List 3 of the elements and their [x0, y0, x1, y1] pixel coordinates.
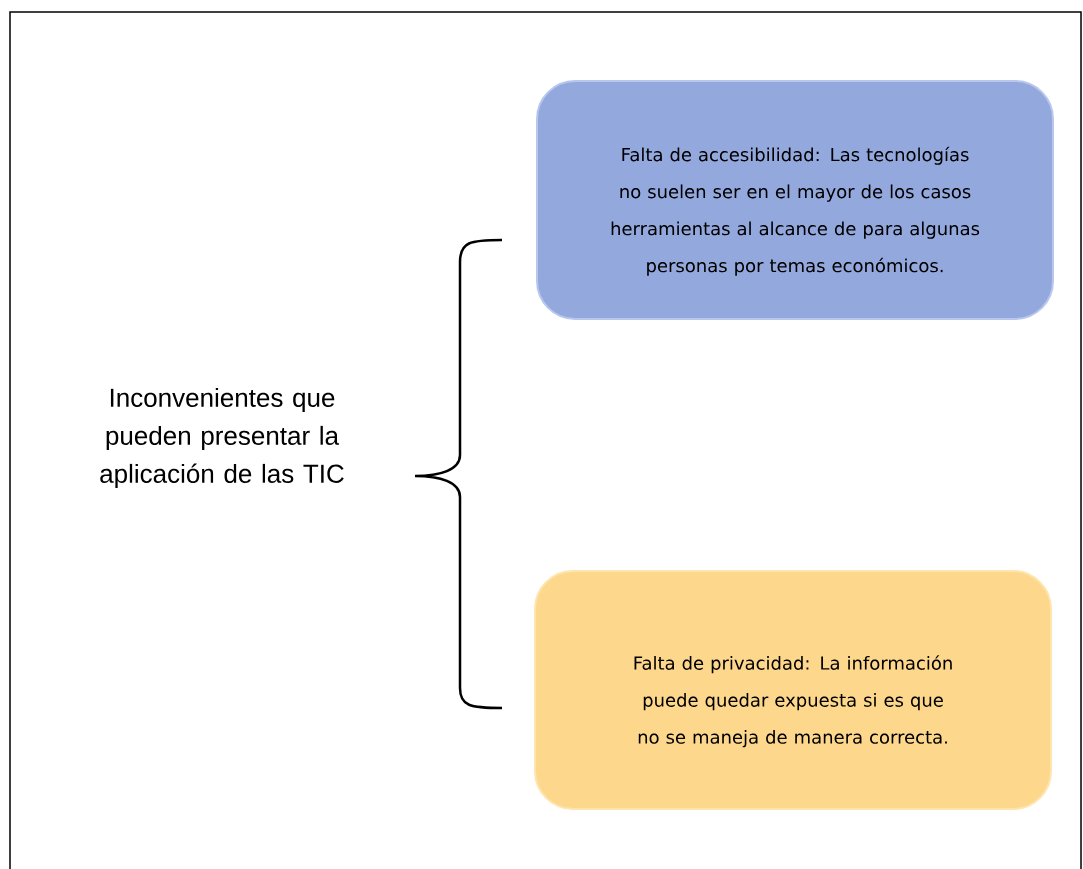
rounded-box: Falta de privacidad: La información puede quedar expuesta si es que no se maneja de manera correcta.: [534, 570, 1052, 810]
topic-text: Inconvenientes que pueden presentar la aplicación de las TIC: [100, 387, 344, 489]
rounded-box: Falta de accesibilidad: Las tecnologías no suelen ser en el mayor de los casos herramientas al alcance de para algunas personas por temas económicos.: [536, 80, 1054, 320]
